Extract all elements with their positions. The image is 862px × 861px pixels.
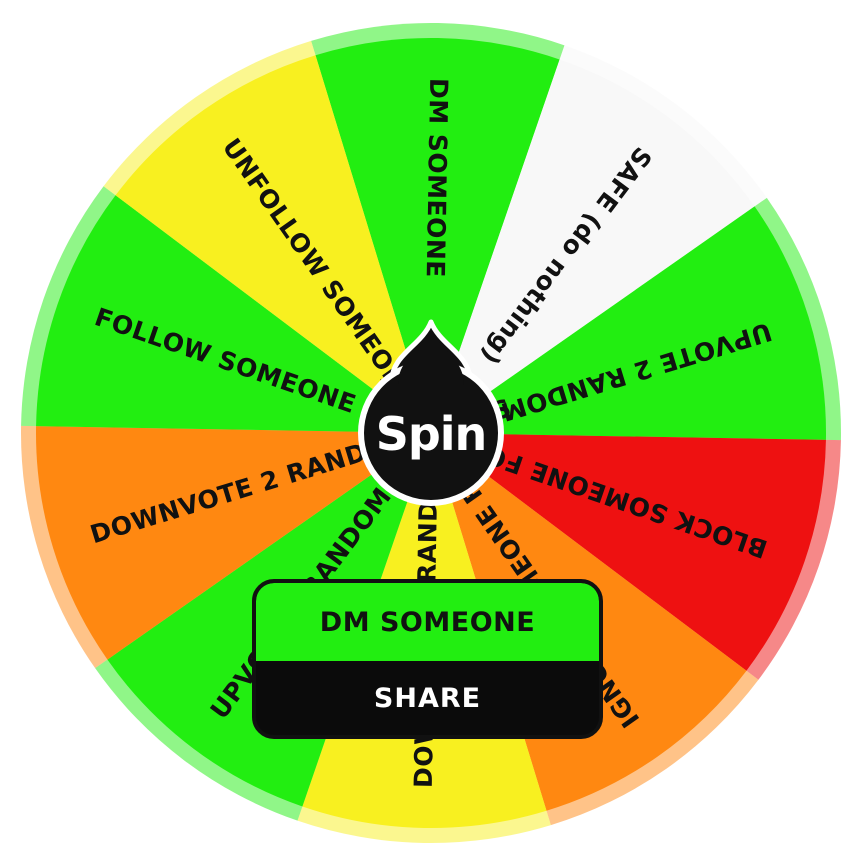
spin-label[interactable]: Spin	[376, 407, 488, 461]
wheel-segment-label: DM SOMEONE	[421, 78, 453, 278]
wheel-segment[interactable]	[431, 59, 755, 433]
result-label: DM SOMEONE	[256, 583, 599, 661]
wheel-segment[interactable]	[431, 433, 826, 671]
spin-pointer-fill	[398, 330, 464, 385]
wheel-segment[interactable]	[36, 426, 432, 660]
share-button[interactable]: SHARE	[256, 661, 599, 735]
wheel-segment[interactable]	[115, 55, 431, 434]
result-panel: DM SOMEONE SHARE	[252, 579, 603, 739]
wheel-segment[interactable]	[36, 195, 432, 433]
wheel-segment[interactable]	[315, 37, 560, 433]
spin-button[interactable]: Spin	[358, 319, 504, 506]
wheel-segment[interactable]	[431, 206, 826, 440]
